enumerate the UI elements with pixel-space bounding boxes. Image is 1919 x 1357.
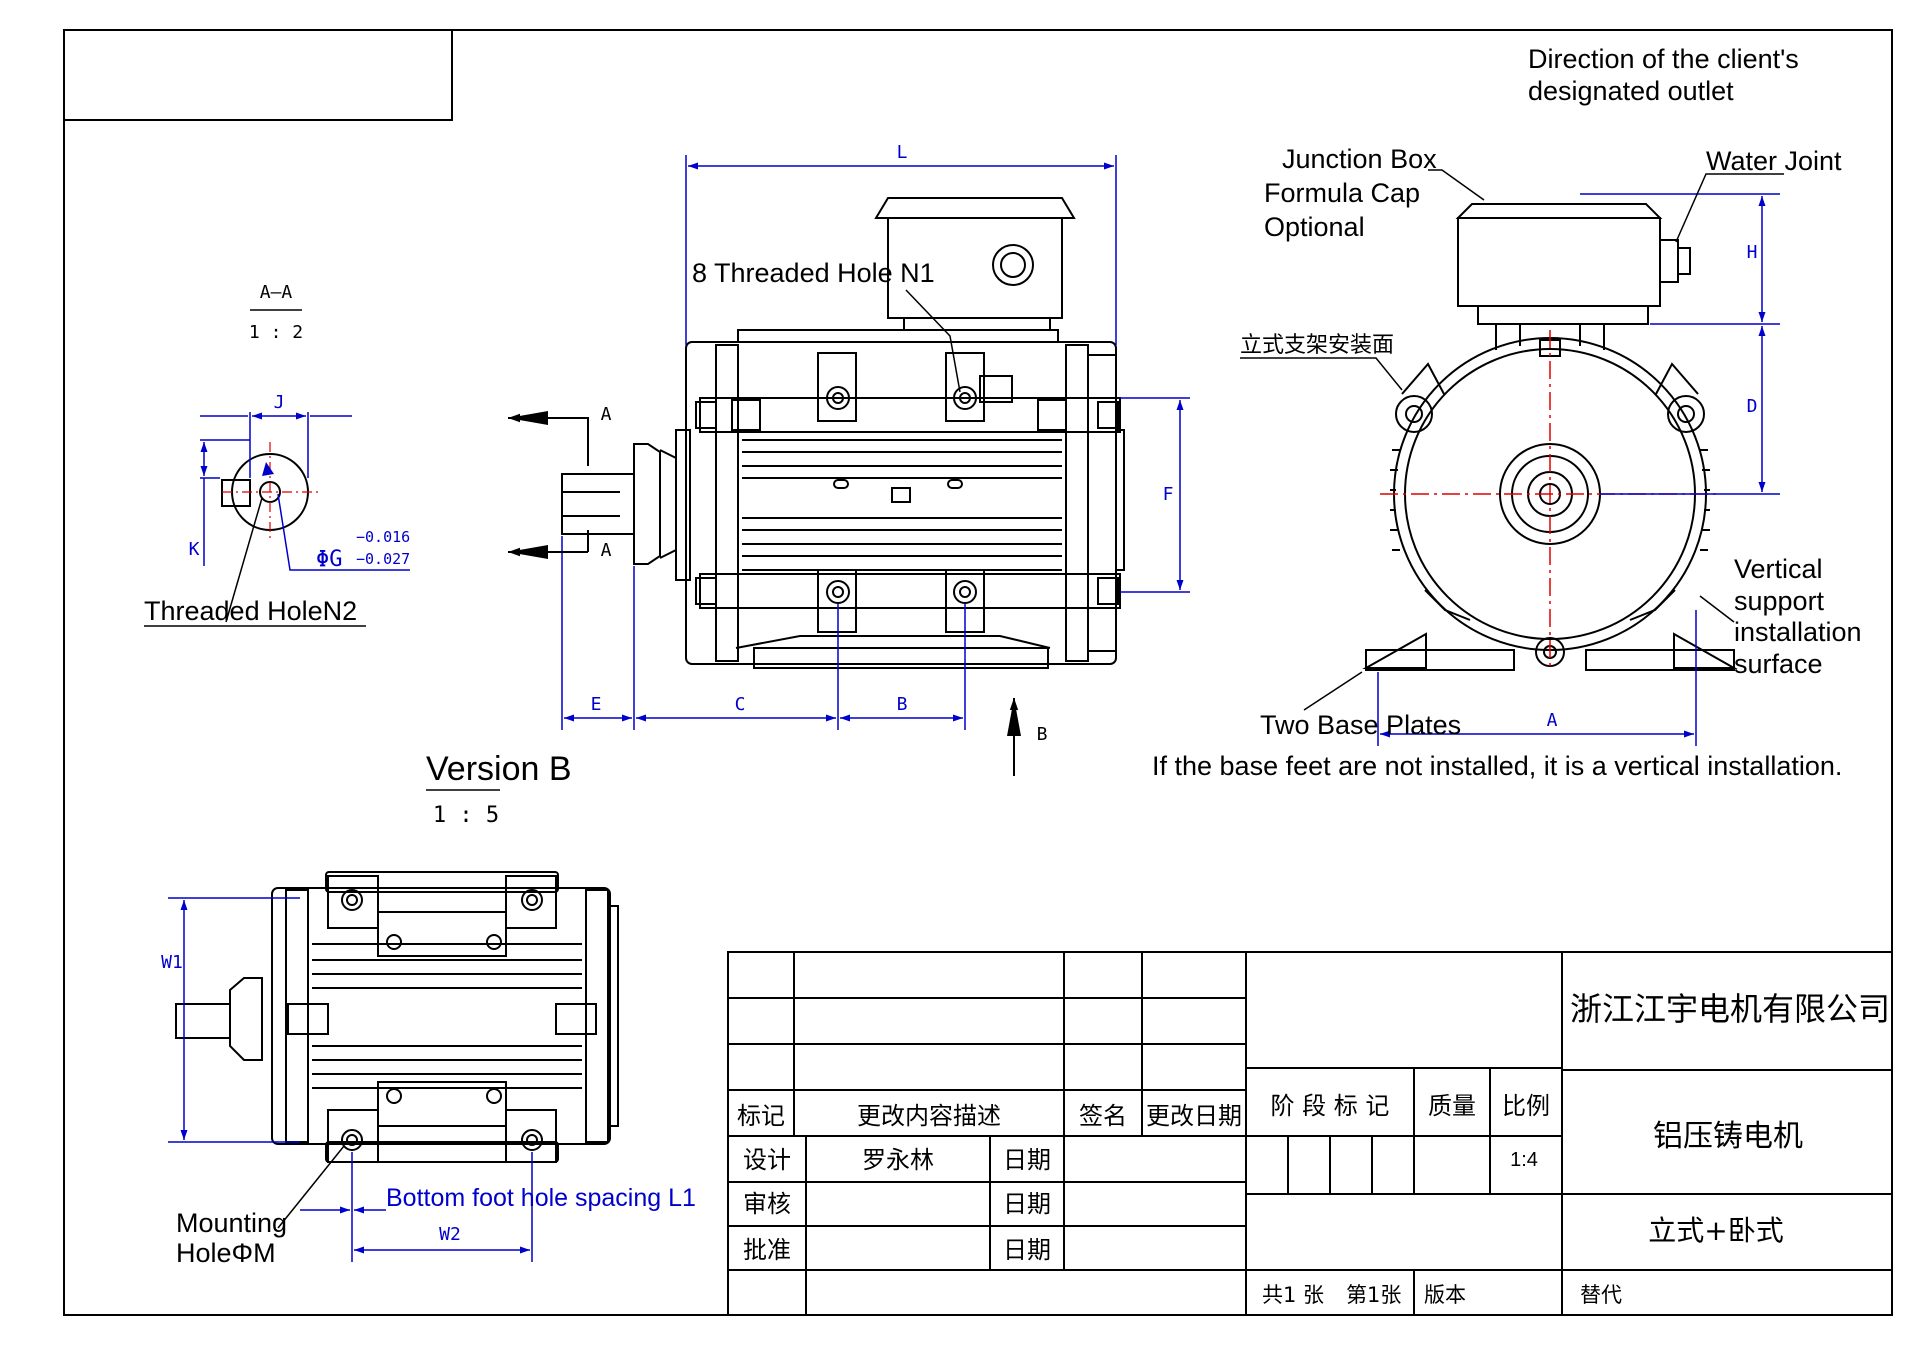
section-key-arrow (262, 462, 274, 476)
section-arrowhead-top (508, 411, 548, 425)
section-title: A—A (260, 282, 293, 303)
title-date-label-1: 日期 (1003, 1146, 1051, 1174)
bottom-view (175, 871, 619, 1163)
junction-box-label-3: Optional (1264, 212, 1365, 242)
side-view-dimensions (1377, 193, 1780, 746)
junction-box-label-1: Junction Box (1282, 144, 1437, 174)
section-arrowhead-bottom (508, 545, 548, 559)
title-block-grid (727, 951, 1893, 1316)
vertical-support-label-2: support (1734, 586, 1825, 616)
section-centerlines (222, 442, 320, 542)
water-joint-leader (1675, 173, 1784, 243)
client-outlet-label-2: designated outlet (1528, 76, 1734, 106)
title-date-label-2: 日期 (1003, 1190, 1051, 1218)
client-outlet-label-1: Direction of the client's (1528, 44, 1799, 74)
title-col-change-date: 更改日期 (1146, 1102, 1242, 1130)
version-title: Version B (426, 750, 572, 788)
title-date-label-3: 日期 (1003, 1236, 1051, 1264)
title-reviewer-label: 审核 (743, 1190, 791, 1218)
title-col-signature: 签名 (1079, 1102, 1127, 1130)
vertical-support-label-1: Vertical (1734, 554, 1823, 584)
front-view (561, 197, 1125, 669)
section-a-label-bottom: A (601, 540, 612, 561)
title-designer-label: 设计 (743, 1146, 791, 1174)
dim-label-C: C (735, 694, 746, 715)
dim-label-B: B (897, 694, 908, 715)
bottom-view-fins (312, 943, 582, 1089)
vertical-support-leader (1699, 595, 1735, 623)
vertical-support-label-3: installation (1734, 617, 1862, 647)
version-scale: 1 : 5 (433, 803, 499, 828)
threaded-hole-n1-leader (905, 289, 961, 393)
mounting-hole-leader (277, 1145, 345, 1229)
title-col-mark: 标记 (737, 1102, 785, 1130)
title-designer-name: 罗永林 (862, 1146, 934, 1174)
title-company: 浙江江宇电机有限公司 (1570, 990, 1890, 1028)
title-col-change-desc: 更改内容描述 (857, 1102, 1001, 1130)
view-b-label: B (1037, 724, 1048, 745)
bottom-view-dimensions (168, 897, 533, 1262)
two-base-plates-label: Two Base Plates (1260, 710, 1461, 740)
junction-box-label-2: Formula Cap (1264, 178, 1420, 208)
title-replace-label: 替代 (1580, 1283, 1622, 1307)
water-joint-label: Water Joint (1706, 146, 1842, 176)
dim-label-G: ΦG (316, 547, 343, 572)
title-sheet-number: 第1张 (1346, 1283, 1401, 1307)
dim-label-W1: W1 (161, 952, 183, 973)
section-scale: 1 : 2 (249, 322, 303, 343)
threaded-hole-n2-label: Threaded HoleN2 (144, 596, 357, 626)
dim-label-L: L (897, 142, 908, 163)
section-dimensions (200, 412, 410, 571)
dim-label-W2: W2 (439, 1224, 461, 1245)
title-mount-type: 立式+卧式 (1648, 1214, 1783, 1247)
front-view-details (826, 386, 977, 604)
dim-label-H: H (1747, 242, 1758, 263)
top-left-box (63, 29, 453, 121)
side-view-centerlines (1380, 330, 1720, 666)
title-approver-label: 批准 (743, 1236, 791, 1264)
title-scale-label: 比例 (1502, 1092, 1550, 1120)
dim-label-J: J (274, 392, 285, 413)
dim-label-K: K (189, 539, 200, 560)
dim-label-E: E (591, 694, 602, 715)
title-mass: 质量 (1428, 1092, 1476, 1120)
dim-label-D: D (1747, 396, 1758, 417)
bottom-spacing-label: Bottom foot hole spacing L1 (386, 1184, 696, 1212)
title-scale-value: 1:4 (1510, 1149, 1538, 1171)
threaded-hole-n1-label: 8 Threaded Hole N1 (692, 258, 935, 288)
mounting-hole-label-1: Mounting (176, 1208, 287, 1238)
title-product: 铝压铸电机 (1653, 1119, 1803, 1154)
dim-label-F: F (1163, 484, 1174, 505)
dim-label-A: A (1547, 710, 1558, 731)
dim-label-G-tol-lower: −0.027 (356, 550, 410, 568)
front-view-fins (742, 439, 1062, 571)
vertical-support-label-4: surface (1734, 649, 1823, 679)
title-stage-mark: 阶 段 标 记 (1271, 1092, 1390, 1120)
title-sheet-total: 共1 张 (1262, 1283, 1324, 1307)
threaded-hole-n2-leader (225, 497, 263, 623)
vertical-installation-note: If the base feet are not installed, it i… (1152, 751, 1842, 781)
junction-box-leader (1428, 169, 1485, 201)
vertical-mount-cn-label: 立式支架安装面 (1240, 333, 1394, 358)
title-version-label: 版本 (1424, 1283, 1466, 1307)
front-view-dimensions (561, 155, 1190, 730)
dim-label-G-tol-upper: −0.016 (356, 528, 410, 546)
vertical-mount-cn-leader (1240, 357, 1403, 391)
mounting-hole-label-2: HoleΦM (176, 1238, 276, 1268)
two-base-plates-leader (1303, 671, 1363, 711)
side-view-fins (1390, 324, 1710, 551)
section-arrows (508, 413, 1019, 776)
section-a-label-top: A (601, 404, 612, 425)
view-b-arrowhead (1007, 698, 1021, 736)
